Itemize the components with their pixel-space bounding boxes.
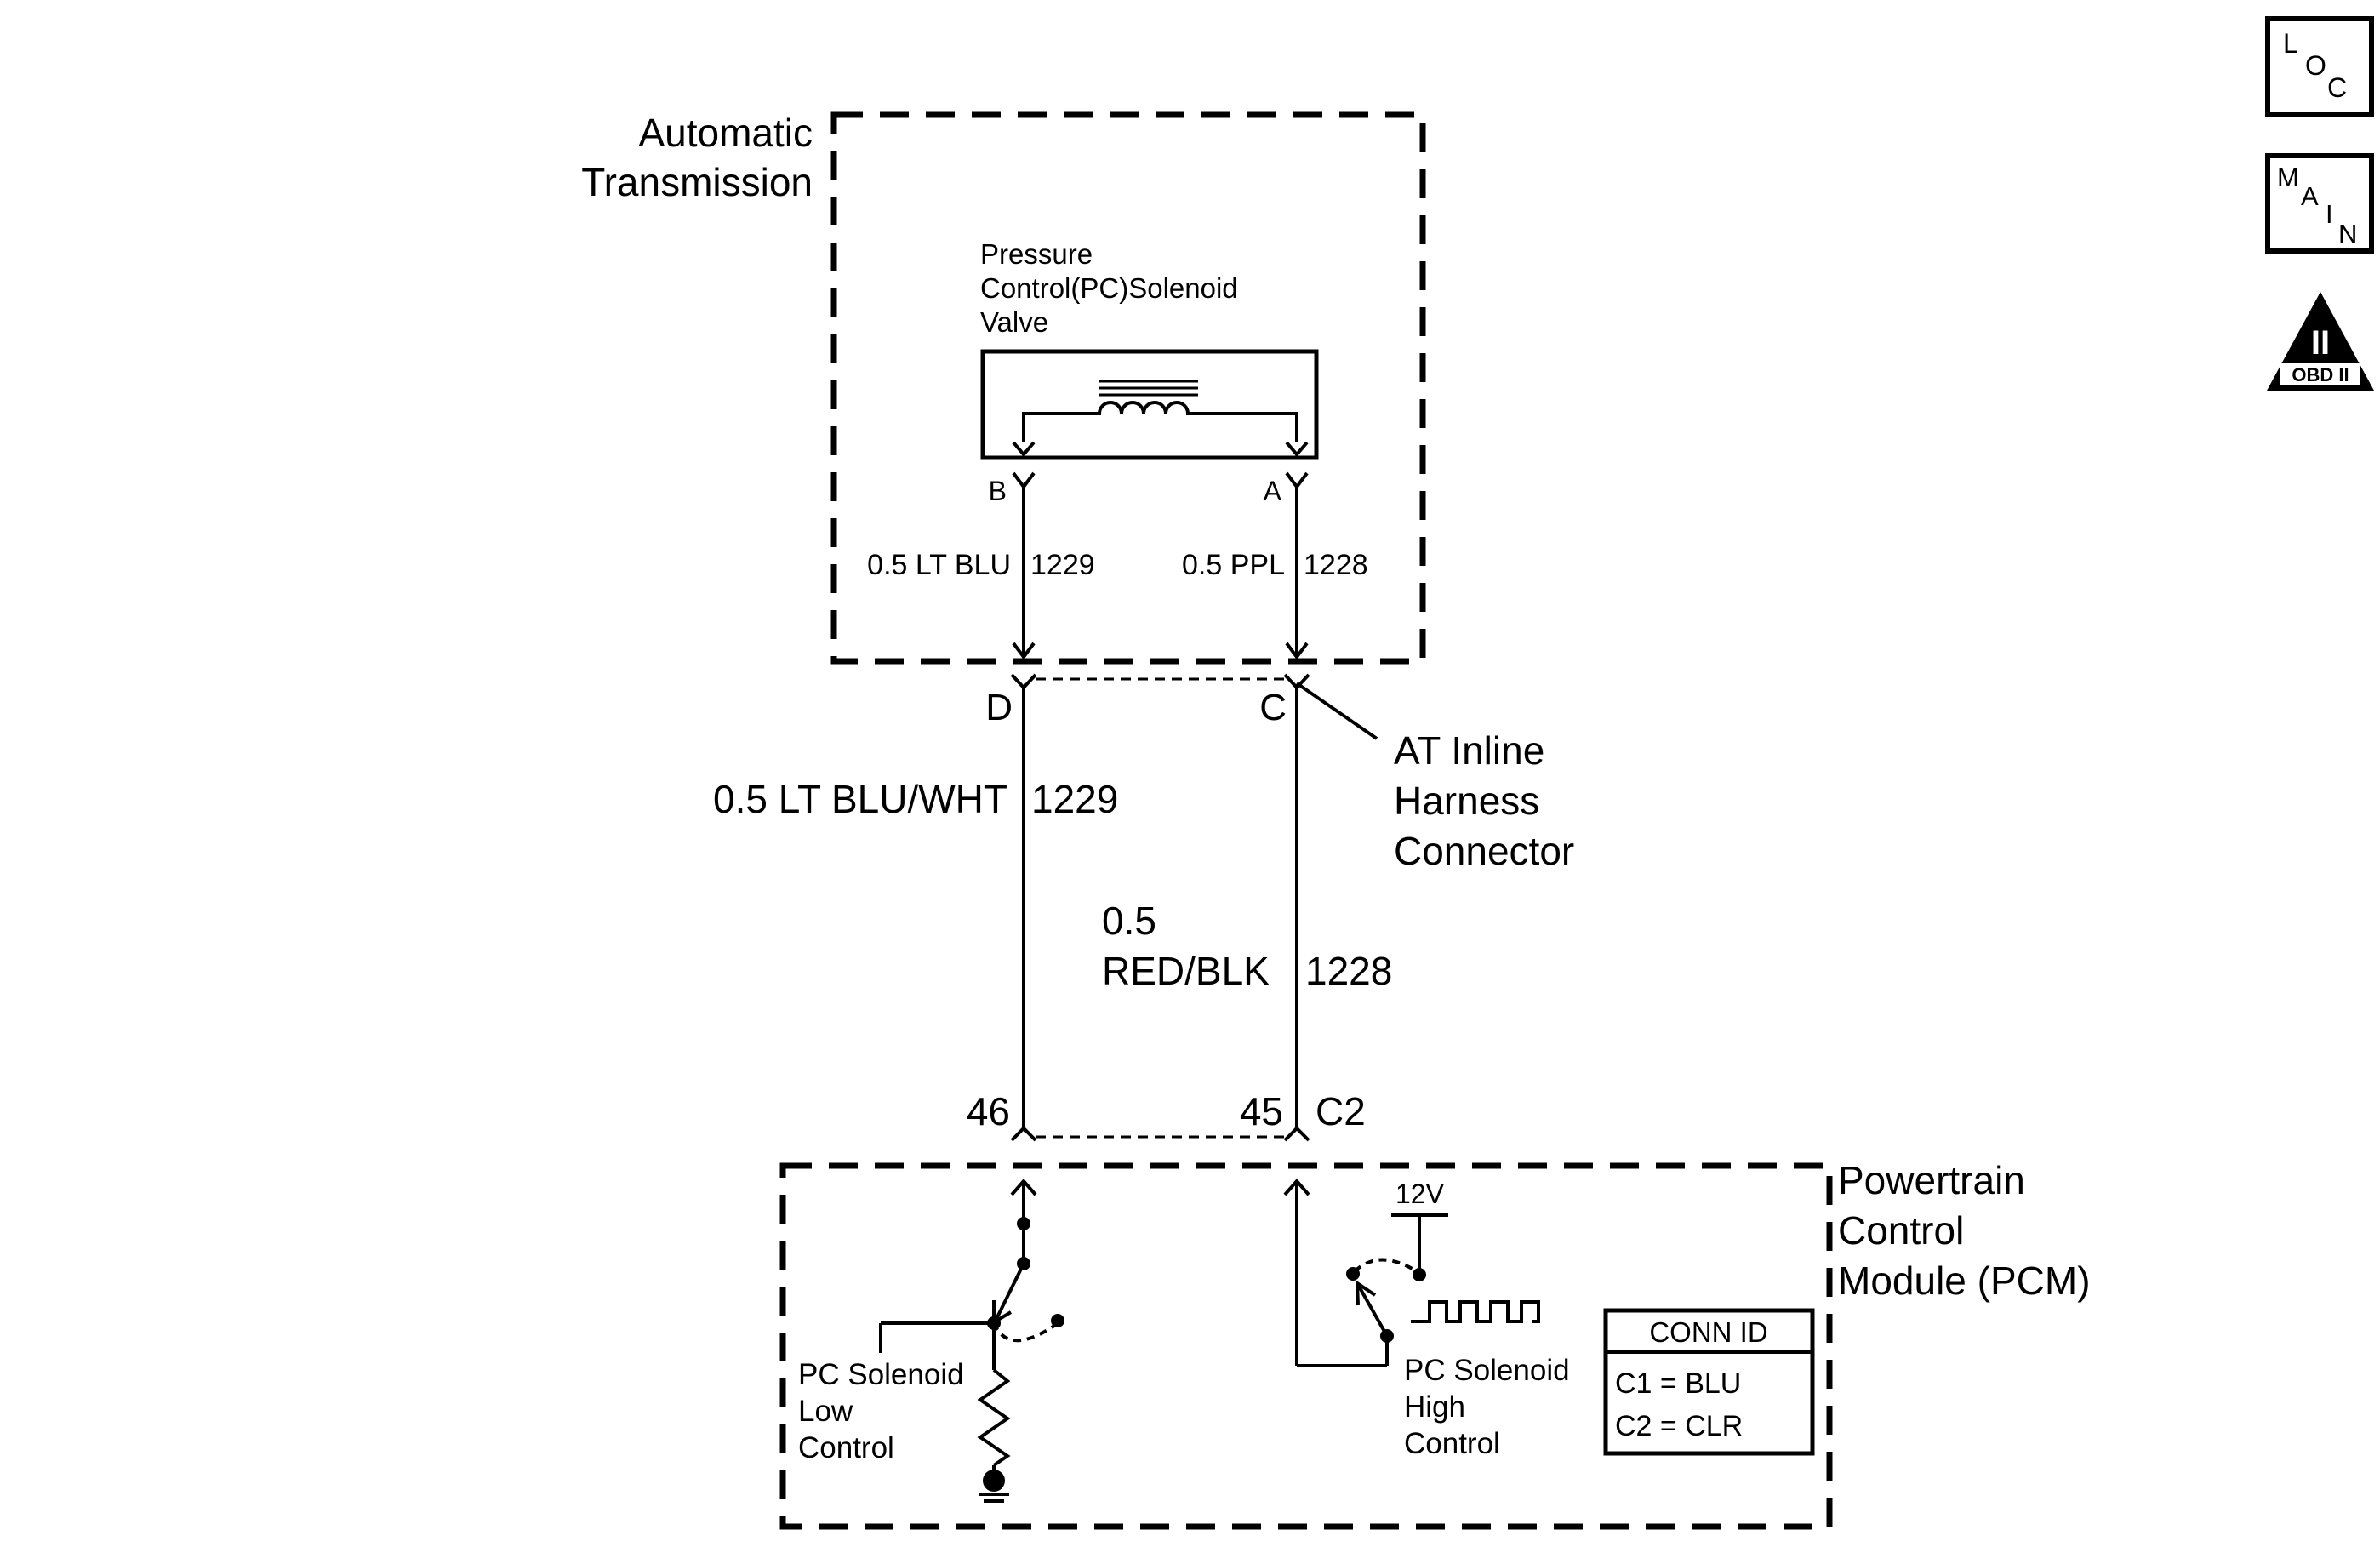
conn-id-row-2: C2 = CLR <box>1615 1410 1743 1442</box>
wire-inner-left-number: 1229 <box>1030 549 1095 581</box>
low-switch-node-top <box>1017 1217 1030 1230</box>
pin-46-connector-icon <box>1010 1126 1037 1142</box>
pulse-waveform-icon <box>1411 1300 1540 1323</box>
conn-id-header: CONN ID <box>1649 1316 1767 1348</box>
wire-outer-left-number: 1229 <box>1031 777 1118 821</box>
wire-inner-left-label: 0.5 LT BLU <box>867 549 1011 581</box>
conn-id-row-1: C1 = BLU <box>1615 1367 1741 1400</box>
low-switch-blade <box>994 1263 1025 1321</box>
wire-outer-right-number: 1228 <box>1305 949 1392 993</box>
low-control-circuit <box>879 1178 1064 1503</box>
ground-node-icon <box>983 1470 1005 1492</box>
main-badge-letter-a: A <box>2301 181 2319 211</box>
solenoid-title-line-3: Valve <box>980 306 1048 338</box>
inline-label-line-1: AT Inline <box>1394 728 1544 773</box>
loc-badge[interactable]: L O C <box>2265 16 2374 117</box>
wire-outer-right-label-line-1: 0.5 <box>1102 899 1156 943</box>
high-switch-arrow-icon <box>1355 1280 1377 1306</box>
obd-badge-label: OBD II <box>2292 364 2349 385</box>
pin-d-connector-icon <box>1010 673 1037 690</box>
wire-1229-arrow-icon <box>1012 642 1036 660</box>
main-badge-letter-m: M <box>2277 163 2299 192</box>
wire-inner-right-number: 1228 <box>1304 549 1368 581</box>
high-control-label-line-1: PC Solenoid <box>1404 1354 1570 1387</box>
pin-b-label: B <box>989 476 1007 506</box>
solenoid-arrow-b-icon <box>1012 441 1036 458</box>
loc-badge-letter-o: O <box>2305 50 2326 81</box>
automatic-transmission-box <box>830 111 1426 665</box>
voltage-12v-label: 12V <box>1395 1179 1445 1209</box>
pcm-title-line-3: Module (PCM) <box>1838 1259 2091 1303</box>
low-control-label-line-3: Control <box>798 1431 894 1464</box>
pin-46-label: 46 <box>967 1089 1010 1133</box>
at-title-line-2: Transmission <box>581 160 813 204</box>
high-control-label-line-3: Control <box>1404 1427 1500 1460</box>
obd-badge-numeral: II <box>2311 324 2330 362</box>
solenoid-coil-icon <box>1022 401 1298 442</box>
connector-c2-label: C2 <box>1316 1089 1366 1133</box>
pin-a-connector-icon <box>1285 471 1309 490</box>
wire-outer-left-label: 0.5 LT BLU/WHT <box>713 777 1007 821</box>
obd-ii-badge[interactable]: II OBD II <box>2267 292 2374 391</box>
high-switch-dashed-arc <box>1353 1258 1421 1275</box>
low-input-arrow-icon <box>1010 1178 1037 1196</box>
at-title-line-1: Automatic <box>638 111 813 155</box>
low-switch-dashed-arc <box>992 1322 1059 1343</box>
pin-45-connector-icon <box>1283 1126 1310 1142</box>
solenoid-title-line-2: Control(PC)Solenoid <box>980 272 1238 304</box>
loc-badge-letter-c: C <box>2327 72 2347 103</box>
inline-label-line-3: Connector <box>1394 829 1574 873</box>
pcm-title-line-2: Control <box>1838 1208 1964 1253</box>
solenoid-core <box>1099 380 1198 397</box>
solenoid-valve-box <box>980 349 1319 460</box>
pcm-box <box>779 1162 1833 1530</box>
low-control-label-line-2: Low <box>798 1395 853 1428</box>
pin-c-connector-icon <box>1283 673 1310 690</box>
solenoid-title-line-1: Pressure <box>980 238 1093 270</box>
high-input-arrow-icon <box>1283 1178 1310 1196</box>
wire-1228-arrow-icon <box>1285 642 1309 660</box>
pin-c-label: C <box>1259 687 1287 728</box>
inline-connector-leader <box>1295 682 1378 740</box>
wire-outer-right-label-line-2: RED/BLK <box>1102 949 1270 993</box>
conn-id-table: CONN ID C1 = BLU C2 = CLR <box>1603 1308 1815 1456</box>
low-switch-node-alt <box>1051 1314 1064 1327</box>
pin-a-label: A <box>1264 476 1282 506</box>
low-resistor-icon <box>977 1368 1011 1467</box>
main-badge[interactable]: M A I N <box>2265 153 2374 254</box>
pin-b-connector-icon <box>1012 471 1036 490</box>
pin-d-label: D <box>985 687 1013 728</box>
wire-inner-right-label: 0.5 PPL <box>1182 549 1285 581</box>
pcm-title-line-1: Powertrain <box>1838 1158 2025 1202</box>
low-control-label-line-1: PC Solenoid <box>798 1358 964 1391</box>
high-control-label-line-2: High <box>1404 1390 1465 1424</box>
solenoid-arrow-a-icon <box>1285 441 1309 458</box>
main-badge-letter-i: I <box>2326 199 2333 229</box>
main-badge-letter-n: N <box>2338 219 2357 248</box>
loc-badge-letter-l: L <box>2283 28 2298 59</box>
high-switch-blade <box>1356 1282 1389 1337</box>
pin-45-label: 45 <box>1240 1089 1283 1133</box>
high-control-circuit <box>1283 1178 1540 1367</box>
inline-label-line-2: Harness <box>1394 779 1539 823</box>
